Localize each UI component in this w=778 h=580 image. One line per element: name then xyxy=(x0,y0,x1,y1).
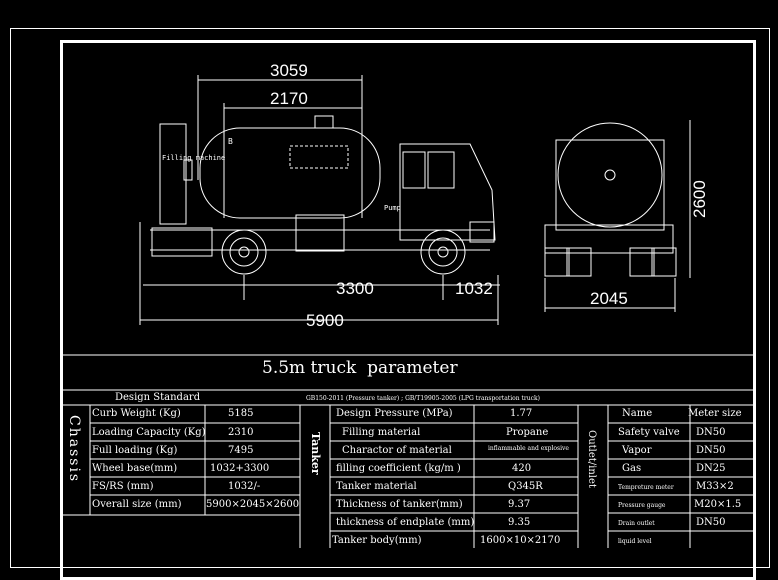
truck-drawing: 3059 2170 3300 1032 5900 2045 2600 Filli… xyxy=(60,61,756,548)
design-standard-label: Design Standard xyxy=(115,392,201,403)
front-wheel-side xyxy=(420,229,466,275)
dim-rear-overhang: 1032 xyxy=(455,279,493,298)
chassis-row-value: 5900×2045×2600 xyxy=(206,499,300,510)
chassis-section-label: Chassis xyxy=(66,415,82,484)
tank-mark-label: B xyxy=(228,137,233,146)
outlet-row-name: Gas xyxy=(622,463,642,474)
outlet-row-value: M20×1.5 xyxy=(694,499,742,510)
tanker-row-value: inflammable and explosive xyxy=(488,445,569,452)
outlet-section-label: Outlet/inlet xyxy=(586,430,597,488)
outlet-row-name: Safety valve xyxy=(618,427,680,438)
rear-wheel-right xyxy=(651,247,677,277)
tanker-row-value: 9.35 xyxy=(508,517,531,528)
tanker-row-value: 420 xyxy=(512,463,532,474)
outlet-row-value: M33×2 xyxy=(696,481,734,492)
tanker-row-name: thickness of endplate (mm) xyxy=(336,517,475,528)
tanker-row-value: Propane xyxy=(506,427,549,438)
chassis-row-value: 5185 xyxy=(228,408,254,419)
pump-label: Pump xyxy=(384,204,401,212)
outlet-row-value: DN50 xyxy=(696,427,726,438)
outlet-row-name: Tempreture meter xyxy=(618,484,674,491)
tanker-row-value: 1.77 xyxy=(510,408,533,419)
tank-rear-view xyxy=(557,122,663,228)
dim-tank-length: 2170 xyxy=(270,89,308,108)
tanker-row-value: Q345R xyxy=(508,481,543,492)
chassis-row-value: 1032+3300 xyxy=(210,463,270,474)
dim-width: 2045 xyxy=(590,289,628,308)
chassis-row-value: 2310 xyxy=(228,427,254,438)
outlet-row-name: Vapor xyxy=(622,445,652,456)
dim-overall-top: 3059 xyxy=(270,61,308,80)
dim-height: 2600 xyxy=(690,180,709,218)
chassis-row-name: Curb Weight (Kg) xyxy=(92,408,181,419)
outlet-row-name: Drain outlet xyxy=(618,520,655,527)
tanker-row-name: Design Pressure (MPa) xyxy=(336,408,453,419)
filling-cabinet xyxy=(159,123,187,225)
page-title: 5.5m truck parameter xyxy=(262,358,458,378)
outlet-row-value: DN50 xyxy=(696,445,726,456)
tanker-row-value: 1600×10×2170 xyxy=(480,535,561,546)
chassis-row-name: FS/RS (mm) xyxy=(92,481,154,492)
filling-machine-label: Filling machine xyxy=(162,154,225,162)
tanker-row-name: Filling material xyxy=(342,427,421,438)
rear-wheel-left xyxy=(544,247,570,277)
tanker-row-name: Tanker body(mm) xyxy=(332,535,422,546)
tanker-row-name: Thickness of tanker(mm) xyxy=(336,499,463,510)
design-standard-value: GB150-2011 (Pressure tanker) ; GB/T19905… xyxy=(306,395,540,402)
chassis-row-value: 7495 xyxy=(228,445,254,456)
tanker-row-name: Tanker material xyxy=(336,481,417,492)
tanker-section-label: Tanker xyxy=(309,432,322,475)
dim-wheelbase: 3300 xyxy=(336,279,374,298)
chassis-row-name: Loading Capacity (Kg) xyxy=(92,427,206,438)
chassis-row-name: Full loading (Kg) xyxy=(92,445,178,456)
outlet-header-value: Meter size xyxy=(688,408,742,419)
outlet-header-name: Name xyxy=(622,408,653,419)
outlet-row-name: liquid level xyxy=(618,538,652,545)
truck-cab xyxy=(399,143,496,241)
outlet-row-name: Pressure gauge xyxy=(618,502,666,509)
chassis-row-name: Wheel base(mm) xyxy=(92,463,178,474)
tanker-row-value: 9.37 xyxy=(508,499,531,510)
chassis-row-name: Overall size (mm) xyxy=(92,499,182,510)
tanker-row-name: Charactor of material xyxy=(342,445,452,456)
outlet-row-value: DN50 xyxy=(696,517,726,528)
outlet-row-value: DN25 xyxy=(696,463,726,474)
dim-overall-length: 5900 xyxy=(306,311,344,330)
rear-wheel-side xyxy=(221,229,267,275)
tanker-row-name: filling coefficient (kg/m ) xyxy=(336,463,461,474)
tank-side-view xyxy=(199,127,381,219)
chassis-row-value: 1032/- xyxy=(228,481,261,492)
